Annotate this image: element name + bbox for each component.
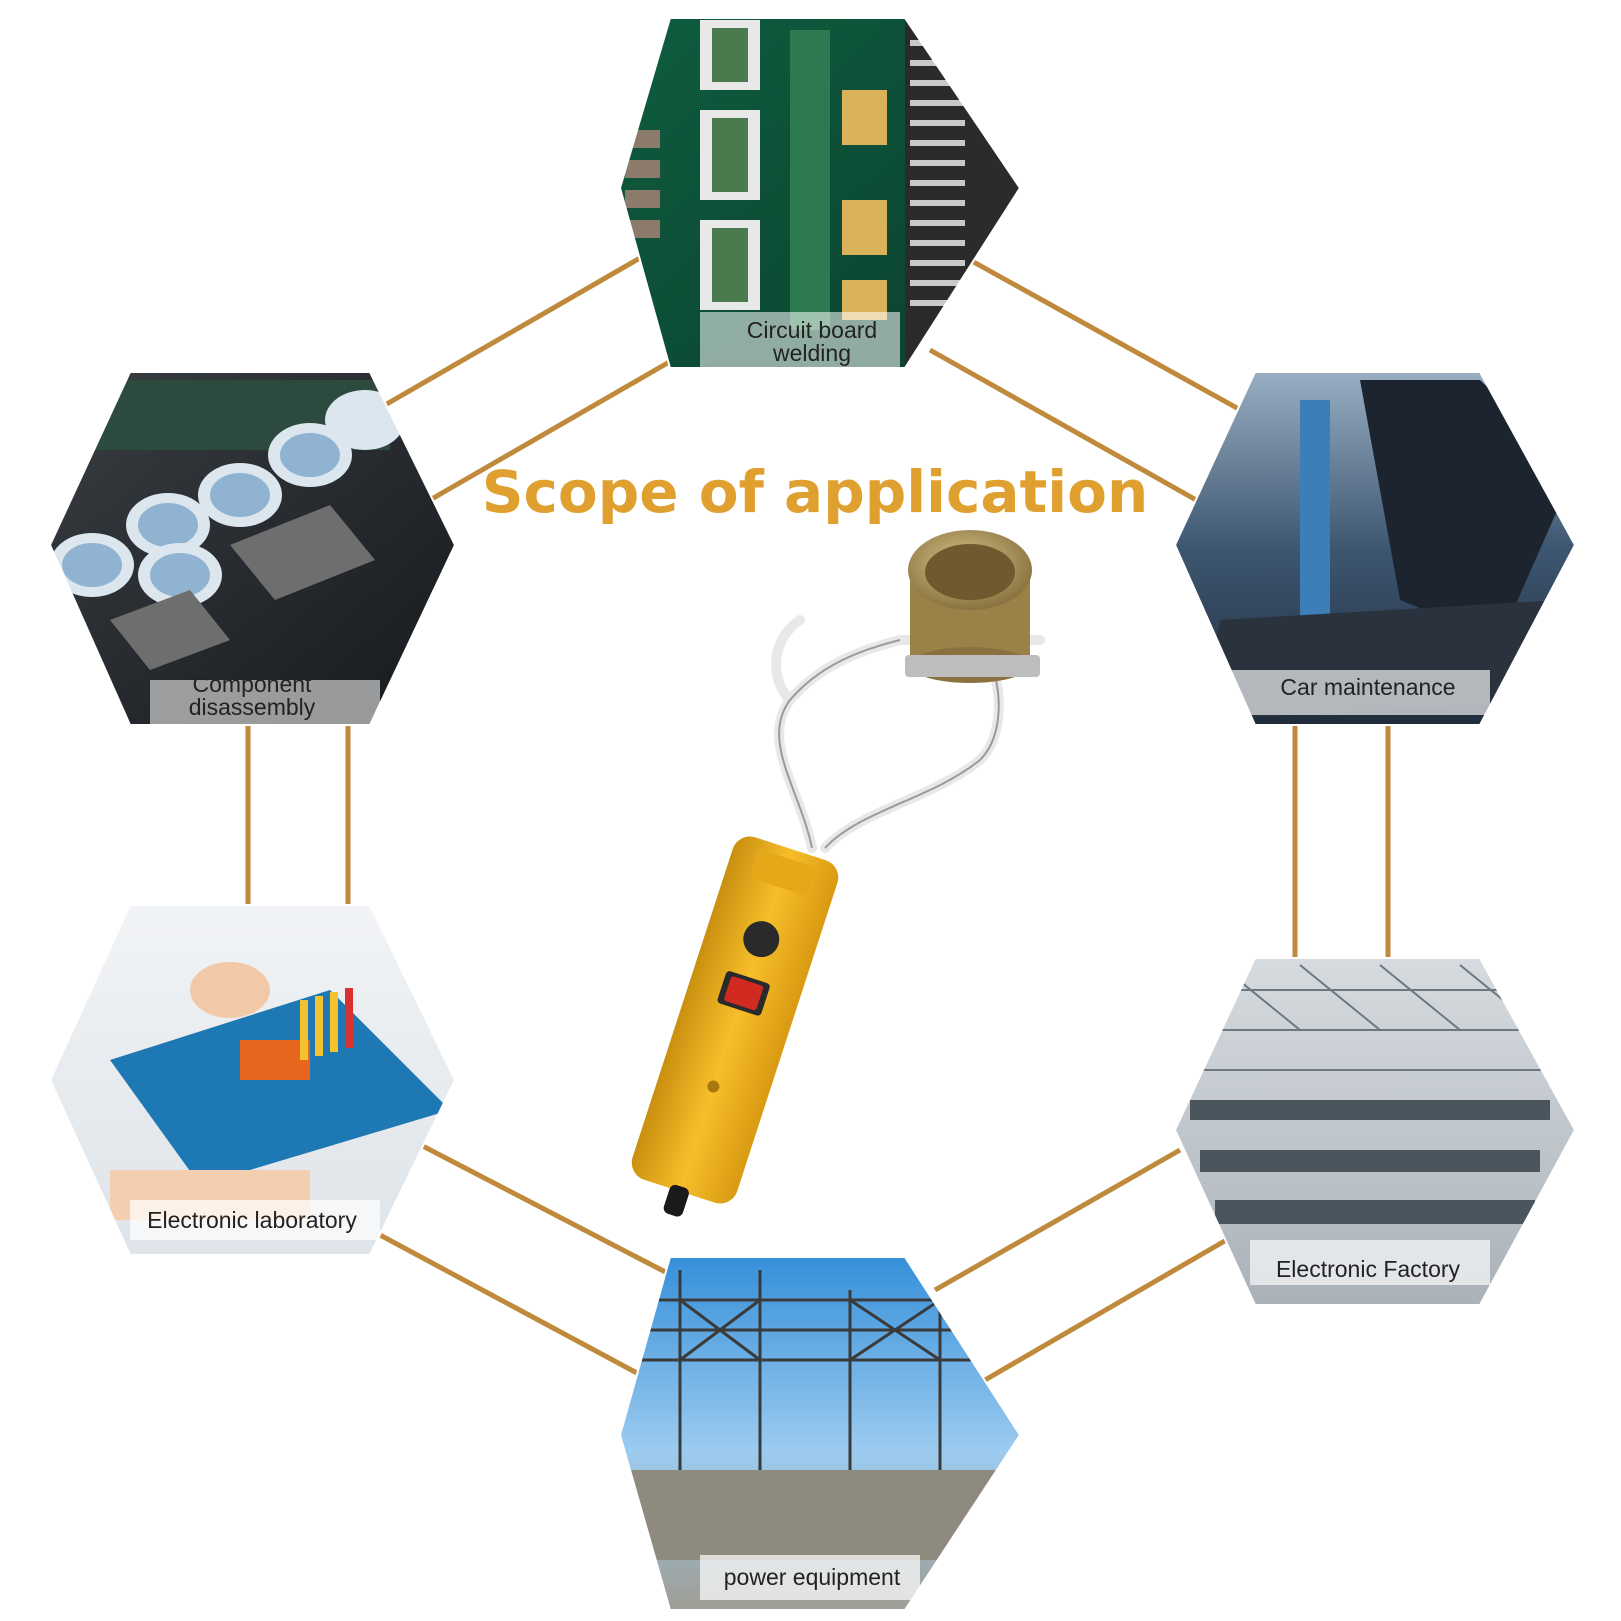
solder-cup bbox=[905, 530, 1040, 683]
hex-label-power: power equipment bbox=[724, 1564, 901, 1590]
hex-label-factory: Electronic Factory bbox=[1276, 1256, 1461, 1282]
hex-label-car: Car maintenance bbox=[1280, 674, 1455, 700]
tool-handle bbox=[631, 836, 839, 1217]
hex-label-circuit-line2: welding bbox=[772, 340, 851, 366]
hex-power-equipment: power equipment bbox=[618, 1256, 1022, 1611]
connector-line bbox=[383, 255, 642, 408]
hex-electronic-factory: Electronic Factory bbox=[1173, 957, 1577, 1306]
hex-label-component-line1: Component bbox=[193, 671, 313, 697]
capacitors bbox=[50, 390, 405, 607]
hex-circuit-board: Circuit board welding bbox=[618, 17, 1022, 369]
hex-label-lab: Electronic laboratory bbox=[147, 1207, 357, 1233]
solder-pot-tool-icon bbox=[631, 530, 1045, 1217]
connector-line bbox=[928, 347, 1207, 508]
power-switch bbox=[724, 976, 764, 1011]
hex-car-maintenance: Car maintenance bbox=[1173, 371, 1577, 726]
connector-lines bbox=[245, 255, 1391, 1383]
connector-line bbox=[968, 257, 1257, 421]
hex-label-circuit-line1: Circuit board bbox=[747, 317, 877, 343]
indicator-lamp bbox=[743, 921, 780, 958]
inductor-blocks bbox=[110, 505, 375, 670]
hex-component-disassembly: Component disassembly bbox=[48, 371, 457, 726]
hex-electronic-laboratory: Electronic laboratory bbox=[48, 904, 457, 1256]
smd-resistors bbox=[700, 20, 760, 310]
connector-line bbox=[378, 1232, 652, 1383]
connector-line bbox=[983, 1232, 1237, 1383]
power-cord bbox=[663, 1184, 689, 1217]
hex-label-component-line2: disassembly bbox=[189, 694, 316, 720]
connector-line bbox=[413, 1139, 702, 1293]
page-title: Scope of application bbox=[482, 458, 1149, 526]
connector-line bbox=[428, 347, 692, 503]
connector-line bbox=[933, 1147, 1182, 1293]
